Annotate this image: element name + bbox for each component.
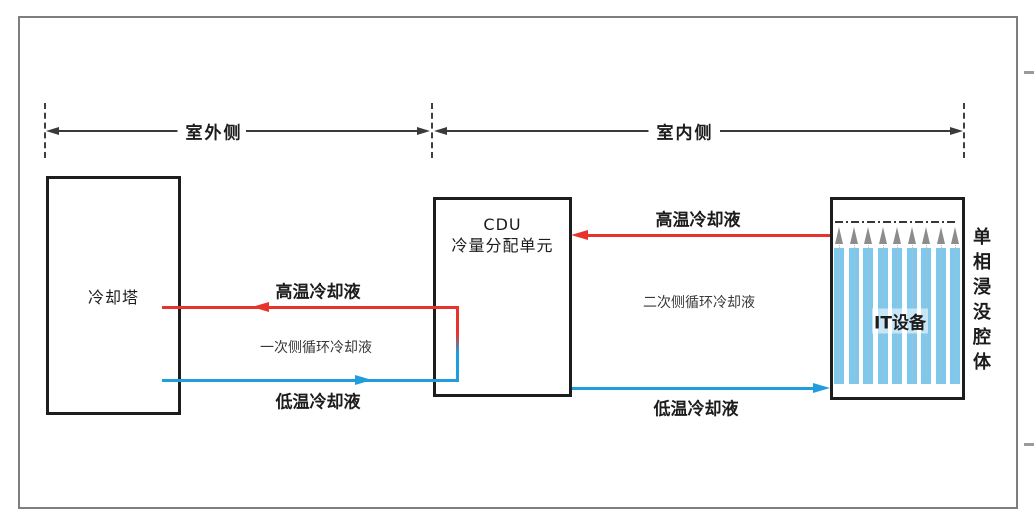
it-equipment-label: IT设备: [872, 308, 928, 334]
indoor-span-line-right: [720, 130, 950, 132]
page-edge-tick-bottom: [1024, 443, 1034, 446]
boundary-dashed-line-right: [963, 103, 965, 158]
up-arrow-icon: [893, 227, 901, 244]
hot-flow-arrowhead-icon: [252, 302, 269, 312]
arrowhead-left-icon: [434, 126, 447, 135]
coolant-channel: [921, 226, 931, 384]
primary-loop-label: 一次侧循环冷却液: [260, 340, 372, 356]
coolant-channel: [863, 226, 873, 384]
primary-cold-label: 低温冷却液: [275, 392, 361, 413]
flow-dotted-line: [940, 242, 942, 382]
up-arrow-icon: [878, 227, 887, 244]
page-edge-tick-top: [1024, 71, 1034, 74]
up-arrow-icon: [849, 227, 858, 244]
cdu-subtitle: 冷量分配单元: [451, 236, 554, 255]
boundary-dashed-line-middle: [431, 103, 433, 158]
secondary-cold-label: 低温冷却液: [653, 399, 739, 420]
immersion-chamber-side-label: 单相浸没腔体: [970, 227, 991, 377]
coolant-channels: [834, 226, 960, 384]
coolant-channel: [877, 226, 888, 384]
flow-dotted-line: [853, 242, 855, 382]
liquid-surface-line: [835, 221, 958, 223]
up-arrow-icon: [936, 227, 945, 244]
cold-flow-arrowhead-icon: [813, 383, 830, 393]
secondary-cold-pipe: [572, 387, 813, 390]
indoor-span-line-left: [447, 130, 650, 132]
up-arrow-icon: [835, 227, 843, 244]
cdu-box: CDU 冷量分配单元: [433, 197, 572, 397]
coolant-channel: [834, 226, 844, 384]
flow-dotted-line: [955, 242, 956, 382]
up-arrow-icon: [922, 227, 930, 244]
primary-hot-label: 高温冷却液: [275, 282, 361, 303]
up-arrow-icon: [907, 227, 916, 244]
outdoor-zone-label: 室外侧: [177, 118, 251, 144]
coolant-channel: [935, 226, 946, 384]
primary-hot-pipe: [162, 306, 459, 309]
arrowhead-right-icon: [950, 126, 963, 135]
secondary-hot-pipe: [588, 234, 830, 237]
secondary-hot-label: 高温冷却液: [655, 210, 741, 231]
cdu-title: CDU: [483, 215, 522, 234]
up-arrow-icon: [864, 227, 872, 244]
flow-dotted-line: [839, 242, 840, 382]
indoor-zone-label: 室内侧: [648, 118, 722, 144]
coolant-channel: [848, 226, 859, 384]
arrowhead-right-icon: [417, 126, 430, 135]
it-tank-box: IT设备: [830, 197, 965, 400]
primary-loop-connector: [456, 306, 459, 382]
coolant-channel: [906, 226, 917, 384]
boundary-dashed-line-left: [44, 103, 46, 158]
cooling-tower-box: 冷却塔: [46, 176, 181, 415]
coolant-channel: [950, 226, 960, 384]
outdoor-span-line-right: [246, 130, 417, 132]
coolant-channel: [892, 226, 902, 384]
hot-flow-arrowhead-icon: [571, 230, 588, 240]
primary-cold-pipe: [162, 379, 459, 382]
flow-dotted-line: [868, 242, 869, 382]
secondary-loop-label: 二次侧循环冷却液: [643, 295, 755, 311]
up-arrow-icon: [951, 227, 959, 244]
outdoor-span-line-left: [59, 130, 183, 132]
cold-flow-arrowhead-icon: [355, 375, 372, 385]
arrowhead-left-icon: [46, 126, 59, 135]
cooling-tower-label: 冷却塔: [87, 287, 139, 307]
